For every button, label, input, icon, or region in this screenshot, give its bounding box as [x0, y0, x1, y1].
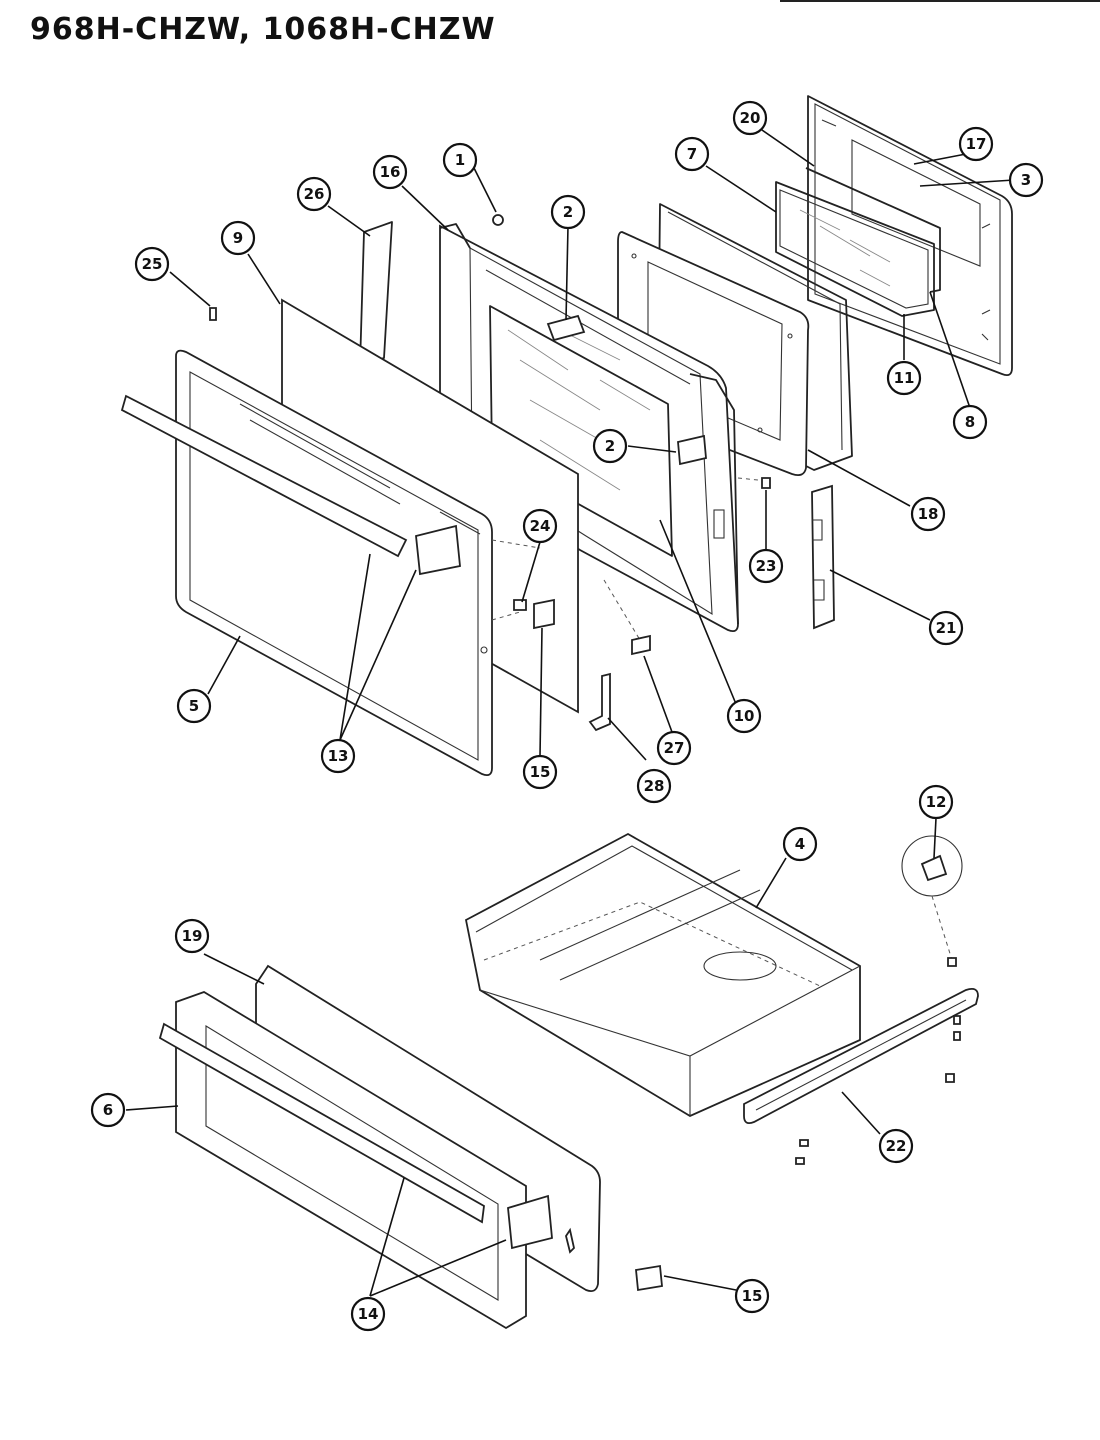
callout-27: 27 [656, 730, 692, 766]
callout-label: 22 [886, 1137, 907, 1155]
page-title: 968H-CHZW, 1068H-CHZW [30, 12, 496, 47]
callout-24: 24 [522, 508, 558, 544]
callout-23: 23 [748, 548, 784, 584]
drawer-front-frame [175, 991, 527, 1330]
callout-16: 16 [372, 154, 408, 190]
drawer-handle [158, 1022, 553, 1250]
callout-label: 17 [966, 135, 987, 153]
callout-2-lower: 2 [592, 428, 628, 464]
hinge-receptacle-lower [677, 434, 707, 466]
callout-label: 6 [103, 1101, 113, 1119]
callout-label: 12 [926, 793, 947, 811]
callout-10: 10 [726, 698, 762, 734]
callout-label: 11 [894, 369, 915, 387]
glass-retainer [805, 167, 941, 293]
storage-drawer-body [464, 832, 861, 1118]
outer-door-panel [175, 349, 493, 777]
callout-label: 15 [530, 763, 551, 781]
label-15-upper [533, 598, 555, 630]
callout-5: 5 [176, 688, 212, 724]
callout-label: 24 [530, 517, 551, 535]
callout-25: 25 [134, 246, 170, 282]
callout-1: 1 [442, 142, 478, 178]
callout-label: 27 [664, 739, 685, 757]
callout-12: 12 [918, 784, 954, 820]
callout-label: 4 [795, 835, 805, 853]
callout-26: 26 [296, 176, 332, 212]
callout-label: 1 [455, 151, 465, 169]
callout-label: 10 [734, 707, 755, 725]
callout-label: 2 [605, 437, 615, 455]
callout-22: 22 [878, 1128, 914, 1164]
callout-2-upper: 2 [550, 194, 586, 230]
clip-24 [513, 599, 527, 611]
callout-label: 16 [380, 163, 401, 181]
callout-9: 9 [220, 220, 256, 256]
callout-15-lower: 15 [734, 1278, 770, 1314]
callout-3: 3 [1008, 162, 1044, 198]
callout-label: 2 [563, 203, 573, 221]
screw-25 [209, 307, 217, 321]
callout-label: 13 [328, 747, 349, 765]
callout-7: 7 [674, 136, 710, 172]
callout-20: 20 [732, 100, 768, 136]
callout-4: 4 [782, 826, 818, 862]
callout-label: 18 [918, 505, 939, 523]
screw-1 [492, 214, 504, 226]
hinge-receptacle-upper [546, 314, 586, 342]
callout-14: 14 [350, 1296, 386, 1332]
callout-6: 6 [90, 1092, 126, 1128]
door-glass-pane [775, 181, 935, 317]
callout-28: 28 [636, 768, 672, 804]
callout-label: 5 [189, 697, 199, 715]
top-rule [780, 0, 1100, 2]
callout-label: 25 [142, 255, 163, 273]
callout-19: 19 [174, 918, 210, 954]
callout-label: 28 [644, 777, 665, 795]
callout-label: 26 [304, 185, 325, 203]
spacer-27 [631, 634, 651, 656]
screw-23 [761, 477, 771, 489]
label-15-lower [635, 1264, 663, 1292]
callout-15-upper: 15 [522, 754, 558, 790]
callout-label: 8 [965, 413, 975, 431]
callout-label: 9 [233, 229, 243, 247]
callout-21: 21 [928, 610, 964, 646]
callout-label: 21 [936, 619, 957, 637]
door-trim-strip [359, 221, 393, 367]
callout-label: 14 [358, 1305, 379, 1323]
door-handle [120, 394, 461, 576]
callout-label: 15 [742, 1287, 763, 1305]
drawer-slide-rail [743, 987, 979, 1125]
callout-label: 3 [1021, 171, 1031, 189]
callout-label: 23 [756, 557, 777, 575]
callout-label: 20 [740, 109, 761, 127]
callout-17: 17 [958, 126, 994, 162]
callout-11: 11 [886, 360, 922, 396]
callout-label: 7 [687, 145, 697, 163]
door-hinge-plate [811, 484, 835, 630]
callout-13: 13 [320, 738, 356, 774]
leader-lines [125, 129, 1015, 1297]
callout-8: 8 [952, 404, 988, 440]
callout-18: 18 [910, 496, 946, 532]
bracket-28 [588, 672, 611, 732]
clip-detail-bubble [901, 835, 963, 897]
callout-label: 19 [182, 927, 203, 945]
